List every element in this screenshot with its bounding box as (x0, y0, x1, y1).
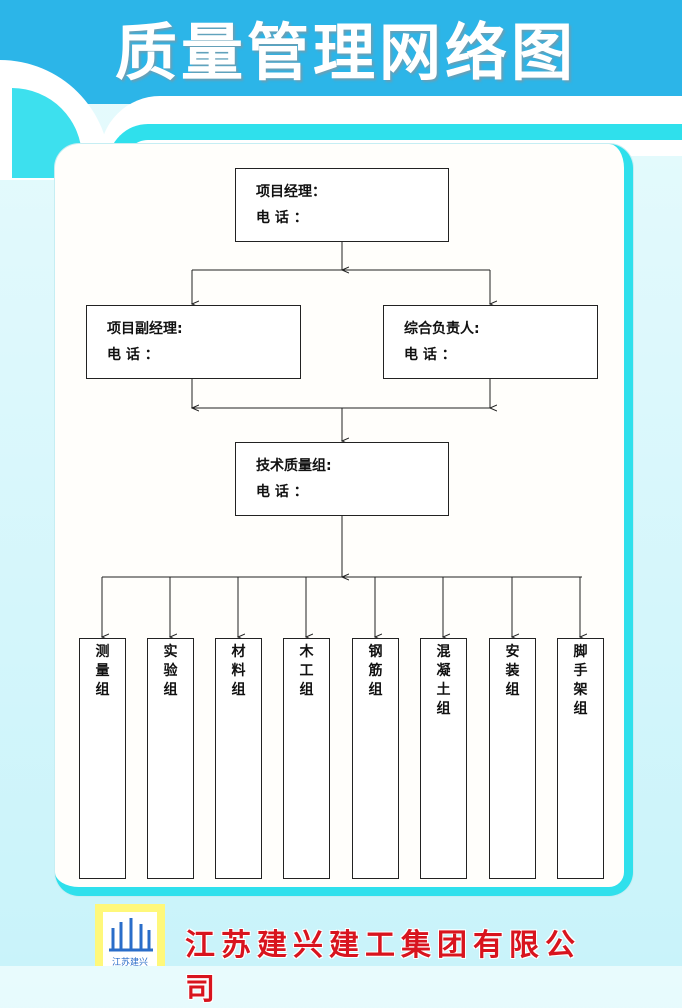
team-box: 混凝土组 (420, 638, 467, 879)
team-label: 实验组 (163, 644, 178, 698)
team-box: 脚手架组 (557, 638, 604, 879)
team-label: 测量组 (95, 644, 110, 698)
connector-lines (0, 241, 682, 966)
role-label: 技术质量组: (256, 458, 332, 474)
header-bar (0, 0, 682, 104)
team-box: 木工组 (283, 638, 330, 879)
team-label: 木工组 (299, 644, 314, 698)
team-label: 脚手架组 (573, 644, 588, 717)
page-title: 质量管理网络图 (114, 16, 577, 89)
company-name: 江苏建兴建工集团有限公司 (185, 928, 581, 1007)
phone-label: 电 话 ： (107, 347, 159, 363)
team-box: 测量组 (79, 638, 126, 879)
team-label: 混凝土组 (436, 644, 451, 717)
company-logo: 江苏建兴 (95, 904, 165, 968)
general-manager-box: 综合负责人: 电 话 ： (383, 305, 598, 379)
deputy-manager-box: 项目副经理: 电 话 ： (86, 305, 301, 379)
team-box: 安装组 (489, 638, 536, 879)
phone-label: 电 话 ： (256, 484, 308, 500)
role-label: 项目经理： (256, 184, 326, 200)
role-label: 综合负责人: (404, 321, 480, 337)
team-label: 钢筋组 (368, 644, 383, 698)
team-box: 材料组 (215, 638, 262, 879)
project-manager-box: 项目经理： 电 话 ： (235, 168, 449, 242)
team-box: 实验组 (147, 638, 194, 879)
logo-text: 江苏建兴 (111, 958, 148, 968)
team-label: 材料组 (231, 644, 246, 698)
team-label: 安装组 (505, 644, 520, 698)
phone-label: 电 话 ： (404, 347, 456, 363)
phone-label: 电 话 ： (256, 210, 308, 226)
role-label: 项目副经理: (107, 321, 183, 337)
team-box: 钢筋组 (352, 638, 399, 879)
building-icon (109, 918, 153, 952)
quality-team-box: 技术质量组: 电 话 ： (235, 442, 449, 516)
